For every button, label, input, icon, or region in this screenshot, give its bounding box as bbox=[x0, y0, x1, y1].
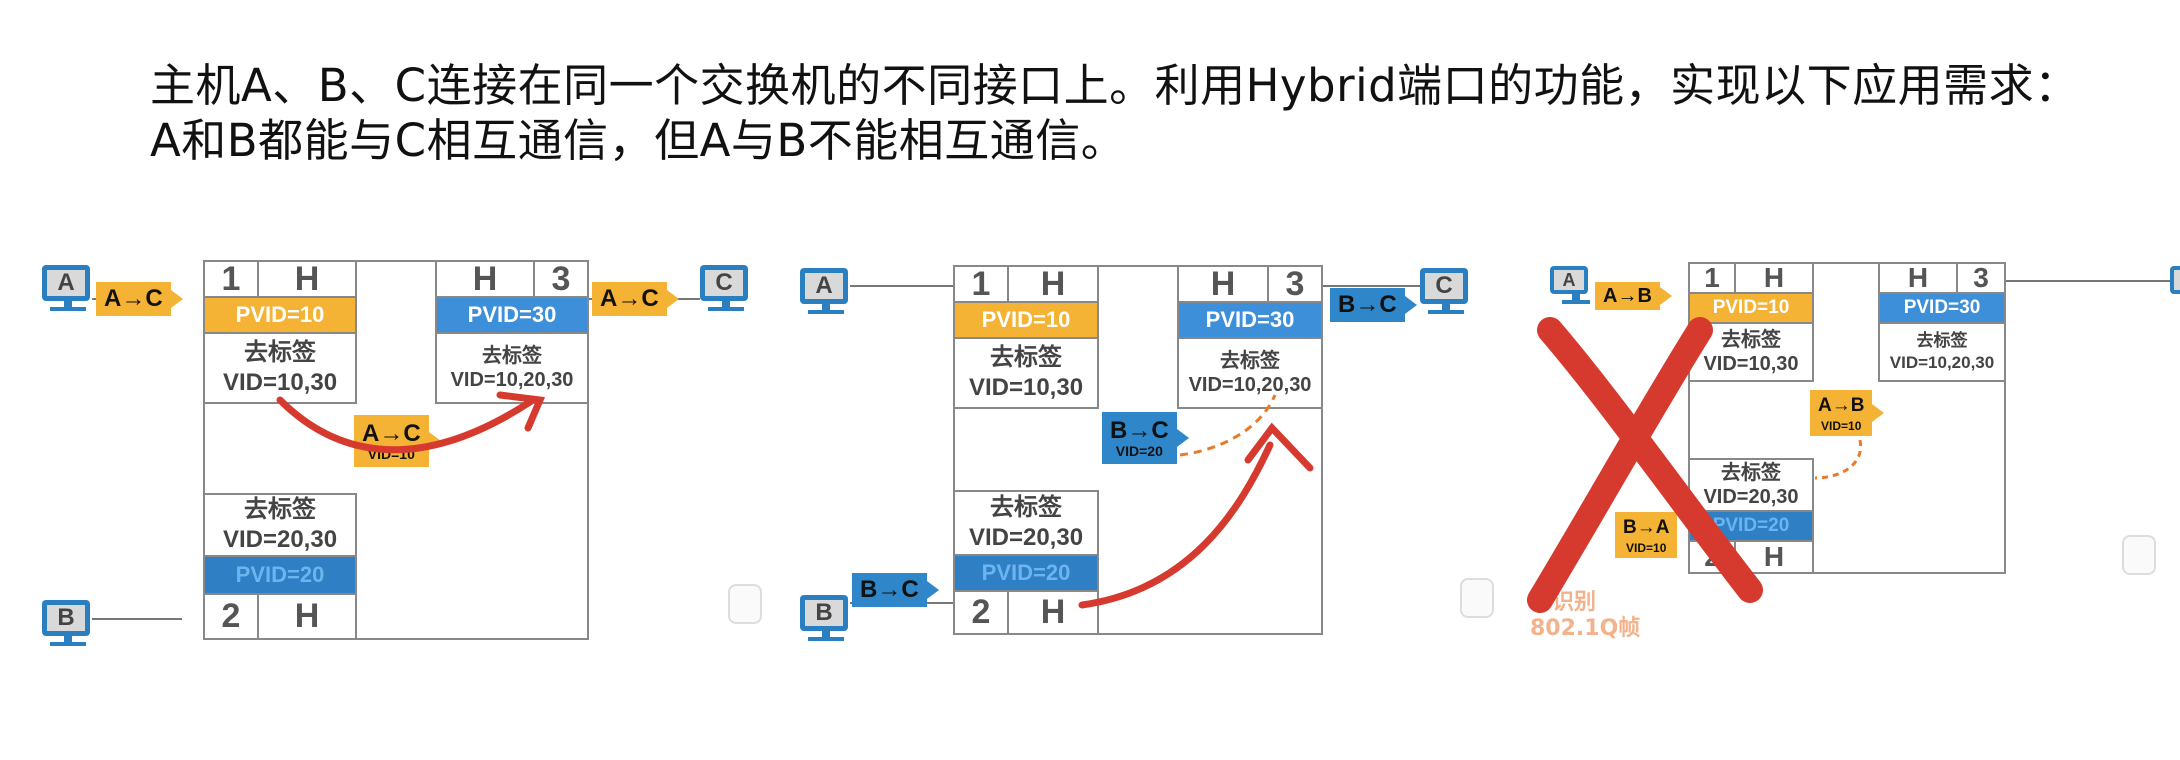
port-1-pvid: PVID=10 bbox=[203, 296, 357, 334]
port-2-pvid: PVID=20 bbox=[953, 554, 1099, 592]
host-b-icon: B bbox=[42, 600, 94, 646]
forward-path-arrow bbox=[1078, 394, 1314, 609]
host-a-icon: A bbox=[1550, 266, 1602, 304]
frame-a-to-b-ingress: A→B bbox=[1595, 282, 1672, 310]
port-2-number: 2 bbox=[203, 593, 259, 640]
host-c-icon: C bbox=[1420, 268, 1472, 314]
play-icon[interactable] bbox=[1460, 578, 1494, 618]
port-1-number: 1 bbox=[203, 260, 259, 298]
host-a-icon: A bbox=[800, 268, 852, 314]
port-1-type: H bbox=[257, 260, 357, 298]
port-3-type: H bbox=[1177, 265, 1269, 303]
port-3-pvid: PVID=30 bbox=[1878, 292, 2006, 324]
port-1-type: H bbox=[1734, 262, 1814, 294]
problem-statement-line1: 主机A、B、C连接在同一个交换机的不同接口上。利用Hybrid端口的功能，实现以… bbox=[150, 59, 2080, 112]
host-a-icon: A bbox=[42, 265, 94, 311]
port-2-pvid: PVID=20 bbox=[203, 555, 357, 595]
port-3-pvid: PVID=30 bbox=[1177, 301, 1323, 339]
port-1-number: 1 bbox=[953, 265, 1009, 303]
play-icon[interactable] bbox=[2122, 535, 2156, 575]
host-c-icon: C bbox=[700, 265, 752, 311]
problem-statement-line2: A和B都能与C相互通信，但A与B不能相互通信。 bbox=[150, 114, 1127, 167]
frame-b-to-c-ingress: B→C bbox=[852, 573, 939, 607]
port-3-pvid: PVID=30 bbox=[435, 296, 589, 334]
port-2-type: H bbox=[1007, 590, 1099, 635]
port-3-type: H bbox=[1878, 262, 1958, 294]
port-2-number: 2 bbox=[953, 590, 1009, 635]
frame-a-to-c-egress: A→C bbox=[592, 282, 679, 316]
port-3-number: 3 bbox=[1267, 265, 1323, 303]
blocked-path-arrow bbox=[1527, 317, 1863, 613]
frame-a-to-c-ingress: A→C bbox=[96, 282, 183, 316]
play-icon[interactable] bbox=[728, 584, 762, 624]
host-b-icon: B bbox=[800, 595, 852, 641]
port-3-number: 3 bbox=[533, 260, 589, 298]
port-2-type: H bbox=[257, 593, 357, 640]
forward-path-arrow bbox=[276, 391, 546, 454]
host-c-icon: C bbox=[2170, 266, 2180, 304]
frame-b-to-c-egress: B→C bbox=[1330, 288, 1417, 322]
